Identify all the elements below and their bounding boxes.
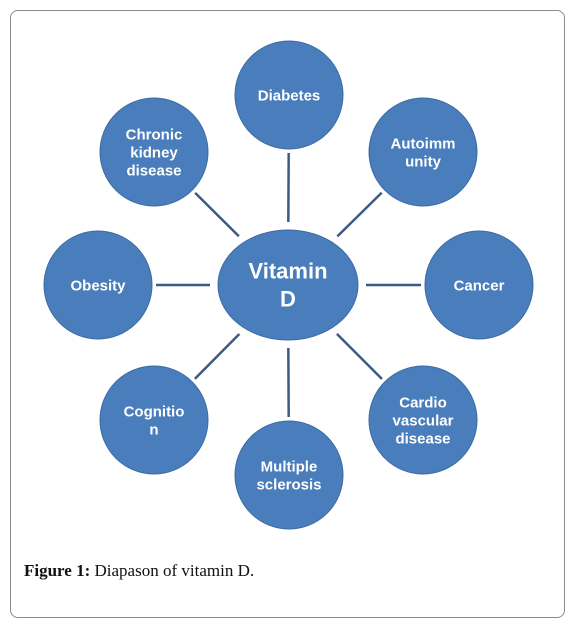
node-label-cancer: Cancer (454, 277, 505, 294)
node-label-multiple-sclerosis-line: Multiple (261, 458, 318, 475)
node-label-chronic-kidney-disease-line: Chronic (126, 126, 183, 143)
caption-text: Diapason of vitamin D. (90, 561, 255, 580)
node-label-diabetes-line: Diabetes (258, 87, 321, 104)
node-circle-cognition (99, 365, 209, 475)
node-obesity: Obesity (43, 230, 153, 340)
node-circle-chronic-kidney-disease (99, 97, 209, 207)
node-label-chronic-kidney-disease-line: disease (126, 162, 181, 179)
node-circle-cancer (424, 230, 534, 340)
node-circle-diabetes (234, 40, 344, 150)
node-diabetes: Diabetes (234, 40, 344, 150)
node-cancer: Cancer (424, 230, 534, 340)
connector-autoimmunity (336, 191, 383, 238)
connectors (156, 152, 421, 418)
node-circle-autoimmunity (368, 97, 478, 207)
node-label-obesity-line: Obesity (70, 277, 126, 294)
node-label-cognition-line: n (149, 421, 158, 438)
caption-label: Figure 1: (24, 561, 91, 580)
node-label-vitamin-d-line: Vitamin (248, 259, 327, 284)
node-label-cardiovascular-disease-line: disease (395, 430, 450, 447)
connector-chronic-kidney-disease (194, 191, 240, 238)
node-label-obesity: Obesity (70, 277, 126, 294)
node-label-diabetes: Diabetes (258, 87, 321, 104)
figure-caption: Figure 1: Diapason of vitamin D. (24, 561, 254, 581)
node-circle-vitamin-d (217, 229, 359, 341)
node-label-chronic-kidney-disease-line: kidney (130, 144, 178, 161)
node-label-cardiovascular-disease-line: Cardio (399, 394, 447, 411)
node-label-autoimmunity-line: Autoimm (391, 135, 456, 152)
node-label-multiple-sclerosis-line: sclerosis (256, 476, 321, 493)
node-label-cognition-line: Cognitio (124, 403, 185, 420)
node-label-vitamin-d-line: D (280, 287, 296, 312)
node-circle-cardiovascular-disease (368, 365, 478, 475)
node-circle-multiple-sclerosis (234, 420, 344, 530)
node-label-autoimmunity-line: unity (405, 153, 441, 170)
node-circle-obesity (43, 230, 153, 340)
connector-cardiovascular-disease (336, 333, 383, 380)
node-label-cardiovascular-disease-line: vascular (393, 412, 454, 429)
connector-cognition (193, 333, 241, 380)
node-label-cancer-line: Cancer (454, 277, 505, 294)
